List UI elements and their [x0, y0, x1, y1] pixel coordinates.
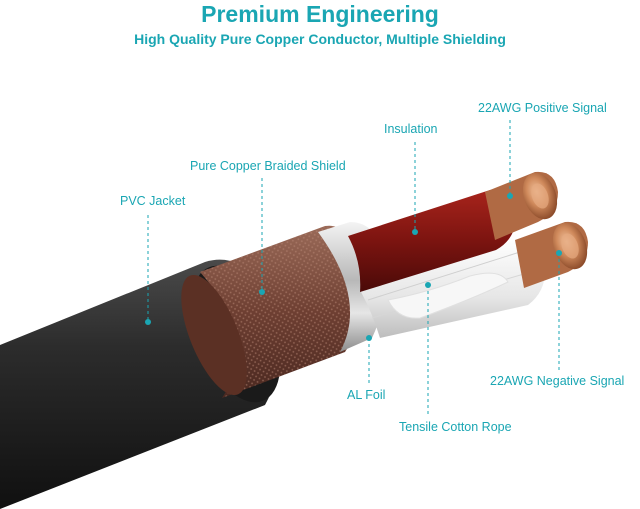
- negative-copper-strands: [515, 221, 588, 288]
- positive-copper-strands: [485, 171, 558, 240]
- dot-braided-shield: [259, 289, 265, 295]
- label-pvc-jacket: PVC Jacket: [120, 194, 186, 208]
- label-insulation: Insulation: [384, 122, 438, 136]
- dot-negative-signal: [556, 250, 562, 256]
- dot-positive-signal: [507, 193, 513, 199]
- page-subtitle: High Quality Pure Copper Conductor, Mult…: [134, 31, 506, 47]
- label-braided-shield: Pure Copper Braided Shield: [190, 159, 346, 173]
- dot-al-foil: [366, 335, 372, 341]
- cotton-rope-shape: [387, 272, 509, 319]
- page-title: Premium Engineering: [201, 1, 439, 27]
- dot-cotton-rope: [425, 282, 431, 288]
- positive-insulation-shape: [348, 189, 517, 292]
- label-negative-signal: 22AWG Negative Signal: [490, 374, 625, 388]
- label-positive-signal: 22AWG Positive Signal: [478, 101, 607, 115]
- label-al-foil: AL Foil: [347, 388, 386, 402]
- label-cotton-rope: Tensile Cotton Rope: [399, 420, 512, 434]
- dot-insulation: [412, 229, 418, 235]
- braided-shield-shape: [181, 225, 364, 398]
- dot-pvc-jacket: [145, 319, 151, 325]
